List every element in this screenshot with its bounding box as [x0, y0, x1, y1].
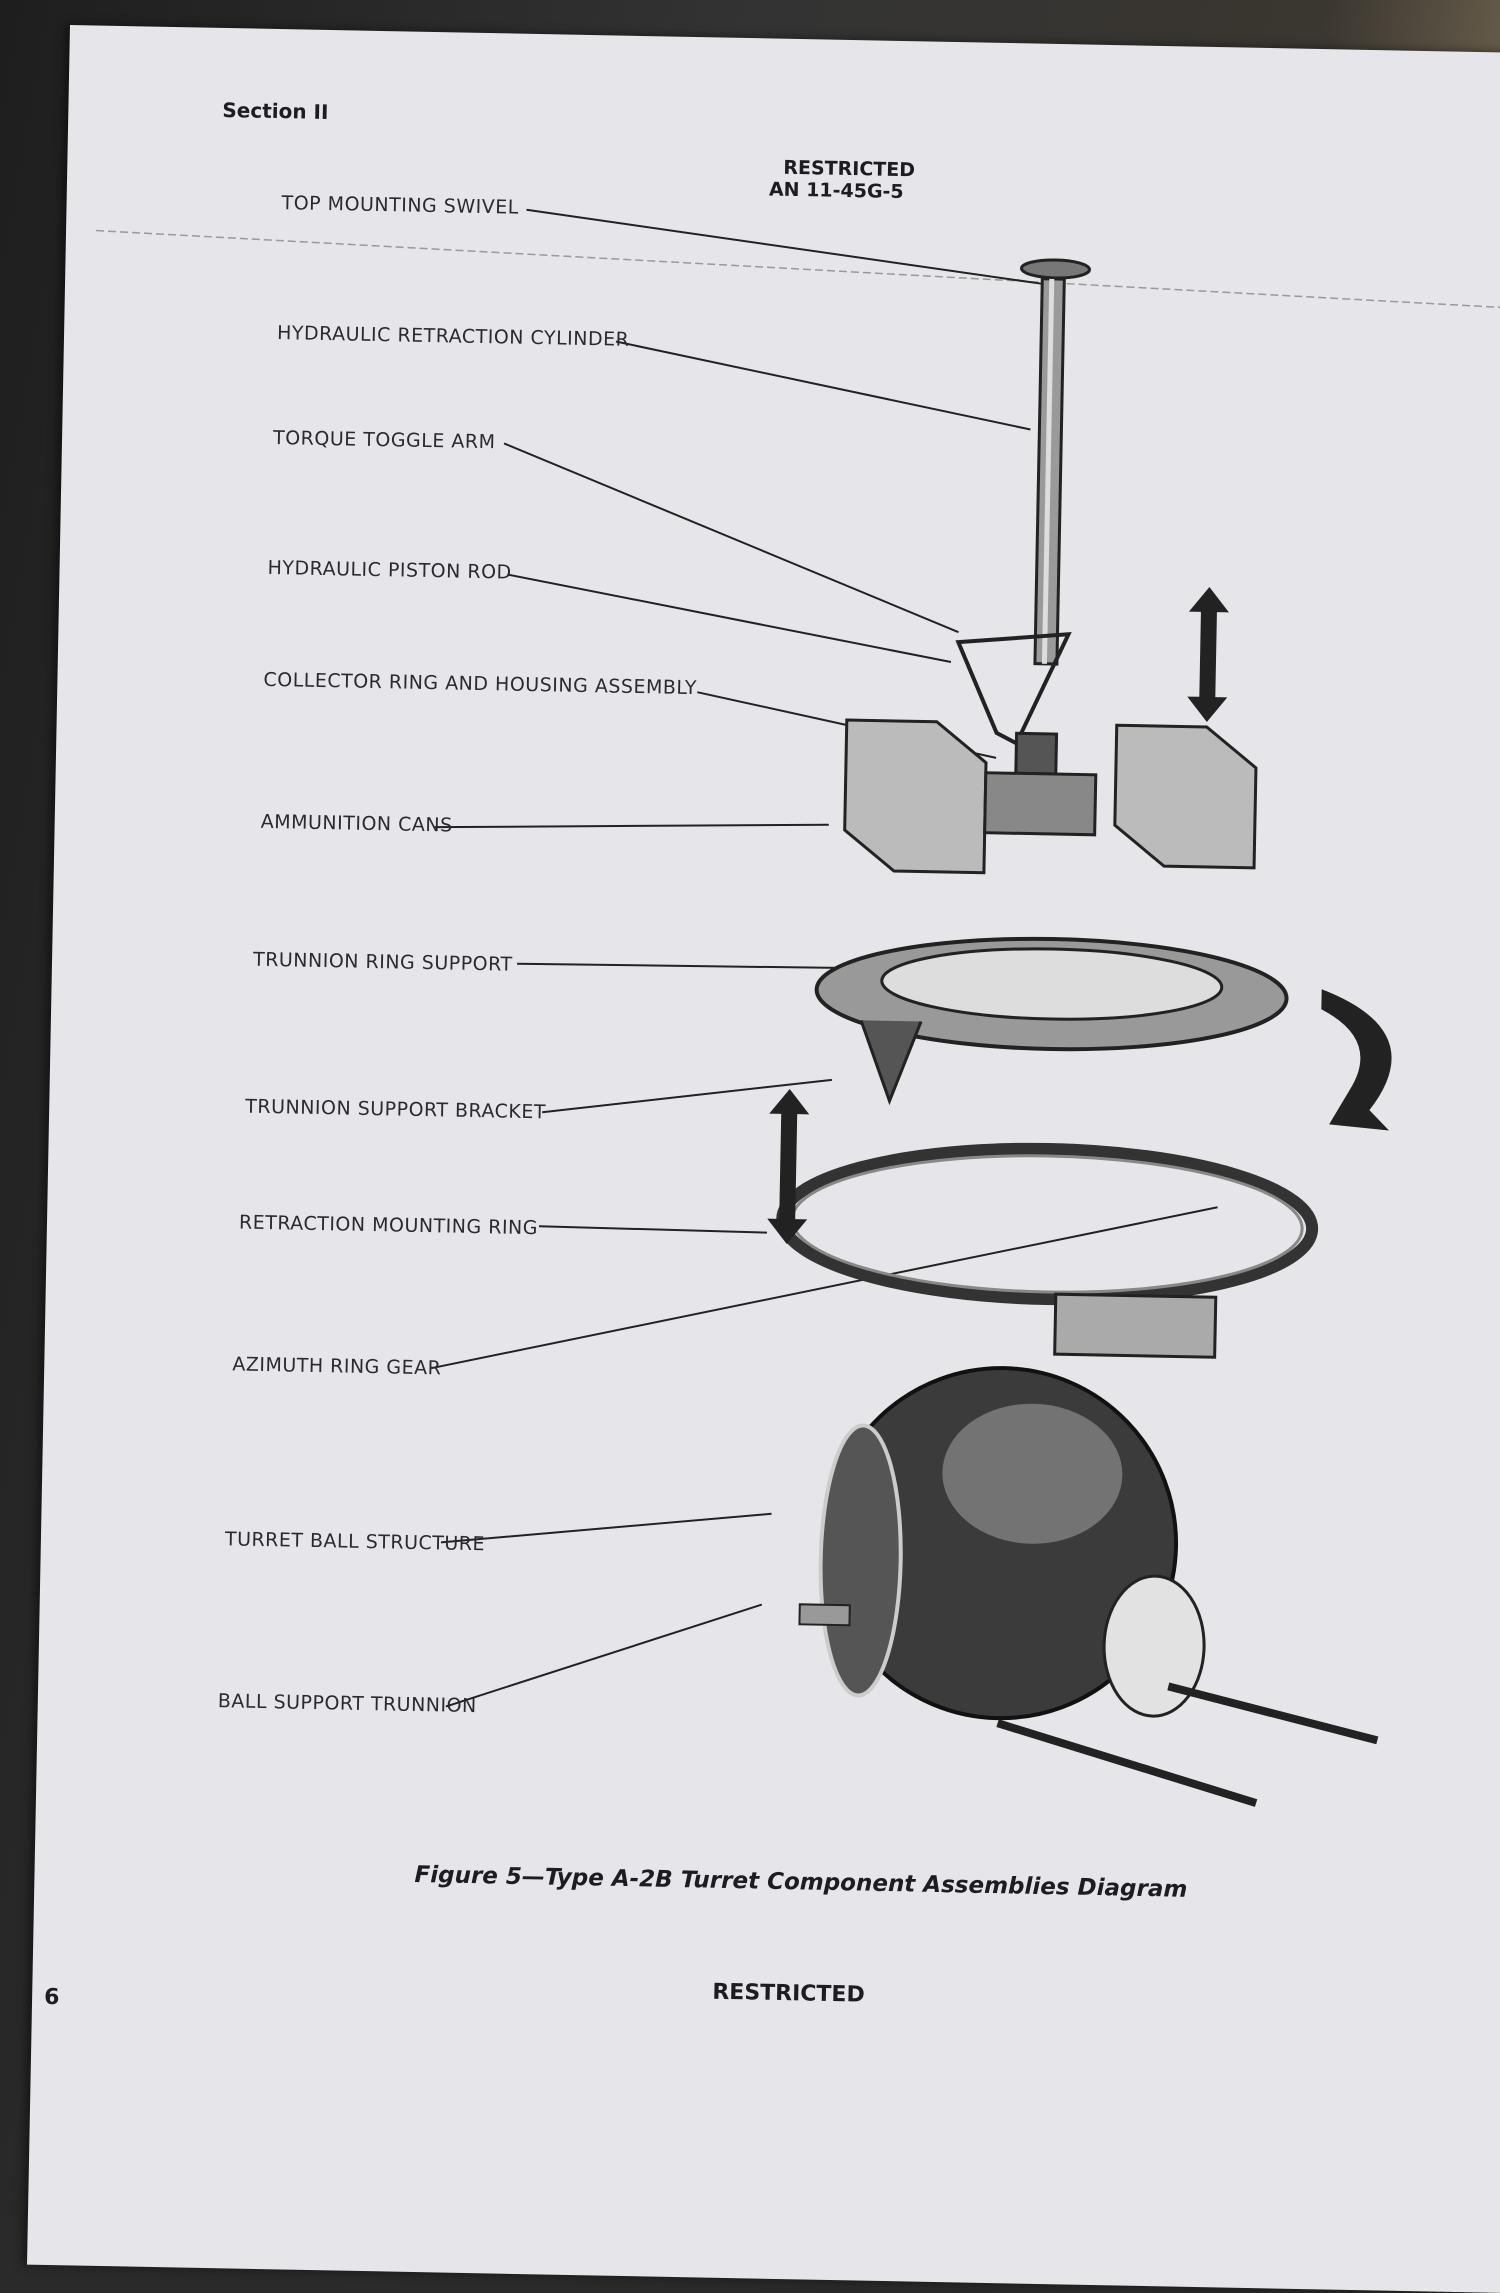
ammunition-can-right [1113, 723, 1258, 870]
label-ammunition-cans: AMMUNITION CANS [260, 810, 453, 837]
sight-window [1102, 1574, 1206, 1718]
label-top-mounting-swivel: TOP MOUNTING SWIVEL [281, 192, 520, 219]
top-mounting-swivel [1020, 258, 1091, 280]
leader-lines [431, 208, 1218, 1708]
trunnion-support-bracket [859, 1019, 923, 1106]
collector-ring-housing [1014, 731, 1059, 776]
ammunition-can-left [843, 718, 988, 875]
gun-barrel [996, 1719, 1258, 1807]
page-number: 6 [43, 1984, 60, 2011]
manual-page: Section II RESTRICTED AN 11-45G-5 [26, 25, 1500, 2293]
label-torque-toggle-arm: TORQUE TOGGLE ARM [272, 426, 496, 454]
retraction-mounting-ring [776, 1142, 1319, 1306]
header-rule [96, 229, 1500, 309]
vertical-motion-arrow-icon [1187, 586, 1229, 722]
ball-support-trunnion [798, 1603, 851, 1627]
label-azimuth-ring-gear: AZIMUTH RING GEAR [232, 1353, 442, 1380]
classification-footer: RESTRICTED [712, 1979, 865, 2008]
rotation-arrow-icon [1321, 989, 1392, 1131]
gun-barrel [1167, 1682, 1379, 1745]
label-hydraulic-piston-rod: HYDRAULIC PISTON ROD [267, 556, 512, 584]
turret-illustration [767, 258, 1392, 1807]
turret-diagram [96, 208, 1500, 1807]
vertical-motion-arrow-icon [767, 1089, 810, 1244]
